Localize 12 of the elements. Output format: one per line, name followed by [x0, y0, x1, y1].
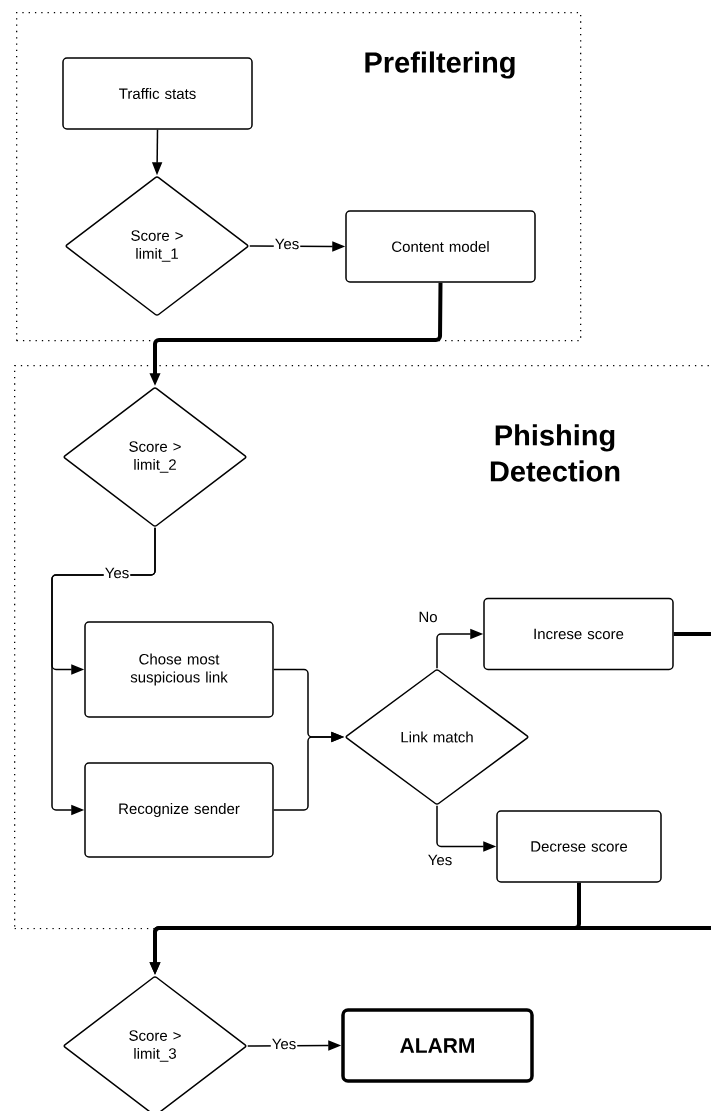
alarm-box: ALARM	[341, 1008, 534, 1083]
process-box: Content model	[345, 210, 536, 283]
process-box: Traffic stats	[62, 57, 253, 130]
edge-label: Yes	[426, 853, 454, 867]
edge-label: Yes	[270, 1037, 298, 1051]
process-box: Recognize sender	[84, 762, 274, 858]
process-box: Increse score	[483, 597, 674, 671]
edge-label: Yes	[103, 566, 131, 580]
process-box: Chose most suspicious link	[84, 621, 274, 718]
edge-label: No	[417, 610, 439, 624]
edge-label: Yes	[273, 237, 301, 251]
process-box: Decrese score	[496, 810, 662, 883]
